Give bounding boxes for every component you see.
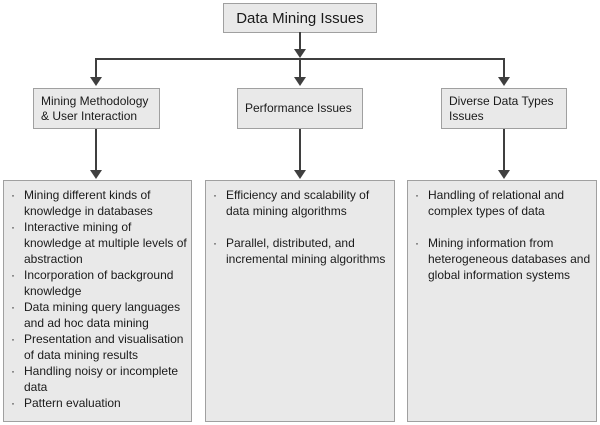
bullet-dot: · bbox=[11, 188, 15, 202]
list-item: · Parallel, distributed, and incremental… bbox=[213, 235, 391, 267]
list-item-text: Pattern evaluation bbox=[24, 396, 121, 410]
branch-label: Performance Issues bbox=[245, 101, 352, 115]
root-node-label: Data Mining Issues bbox=[236, 9, 364, 27]
list-item-text: Handling noisy or incomplete data bbox=[24, 364, 179, 394]
detail-connector-line-left bbox=[95, 129, 97, 171]
list-item-text: Parallel, distributed, and incremental m… bbox=[226, 236, 386, 266]
list-item-text: Handling of relational and complex types… bbox=[428, 188, 565, 218]
list-item: · Incorporation of background knowledge bbox=[11, 267, 188, 299]
bullet-dot: · bbox=[11, 332, 15, 346]
bullet-dot: · bbox=[11, 220, 15, 234]
list-item-text: Mining information from heterogeneous da… bbox=[428, 236, 591, 282]
list-item-text: Data mining query languages and ad hoc d… bbox=[24, 300, 181, 330]
detail-arrowhead-icon-middle bbox=[294, 170, 306, 179]
detail-arrowhead-icon-left bbox=[90, 170, 102, 179]
branch-label: Diverse Data Types Issues bbox=[449, 93, 554, 123]
detail-box-diverse-data-types: · Handling of relational and complex typ… bbox=[407, 180, 597, 422]
list-item: · Pattern evaluation bbox=[11, 395, 188, 411]
branch-arrowhead-icon-middle bbox=[294, 77, 306, 86]
list-item-text: Mining different kinds of knowledge in d… bbox=[24, 188, 153, 218]
branch-rail-line bbox=[95, 58, 505, 60]
bullet-dot: · bbox=[11, 364, 15, 378]
detail-connector-line-right bbox=[503, 129, 505, 171]
list-item-text: Incorporation of background knowledge bbox=[24, 268, 174, 298]
branch-connector-line-left bbox=[95, 60, 97, 77]
root-connector-line bbox=[299, 32, 301, 50]
list-item-text: Interactive mining of knowledge at multi… bbox=[24, 220, 187, 266]
branch-arrowhead-icon-right bbox=[498, 77, 510, 86]
detail-connector-line-middle bbox=[299, 129, 301, 171]
list-item: · Handling noisy or incomplete data bbox=[11, 363, 188, 395]
list-item-text: Presentation and visualisation of data m… bbox=[24, 332, 184, 362]
branch-box-mining-methodology: Mining Methodology & User Interaction bbox=[33, 88, 160, 129]
bullet-dot: · bbox=[213, 188, 217, 202]
branch-connector-line-middle bbox=[299, 60, 301, 77]
detail-box-performance-issues: · Efficiency and scalability of data min… bbox=[205, 180, 395, 422]
list-item: · Handling of relational and complex typ… bbox=[415, 187, 593, 219]
root-arrowhead-icon bbox=[294, 49, 306, 58]
bullet-dot: · bbox=[11, 396, 15, 410]
detail-arrowhead-icon-right bbox=[498, 170, 510, 179]
bullet-dot: · bbox=[213, 236, 217, 250]
bullet-dot: · bbox=[11, 268, 15, 282]
branch-box-diverse-data-types: Diverse Data Types Issues bbox=[441, 88, 567, 129]
root-node-box: Data Mining Issues bbox=[223, 3, 377, 33]
branch-box-performance-issues: Performance Issues bbox=[237, 88, 363, 129]
bullet-dot: · bbox=[415, 236, 419, 250]
list-item: · Efficiency and scalability of data min… bbox=[213, 187, 391, 219]
bullet-dot: · bbox=[415, 188, 419, 202]
list-item-text: Efficiency and scalability of data minin… bbox=[226, 188, 370, 218]
branch-connector-line-right bbox=[503, 60, 505, 77]
branch-label: Mining Methodology & User Interaction bbox=[41, 93, 149, 123]
list-item: · Interactive mining of knowledge at mul… bbox=[11, 219, 188, 267]
branch-arrowhead-icon-left bbox=[90, 77, 102, 86]
list-item: · Presentation and visualisation of data… bbox=[11, 331, 188, 363]
bullet-dot: · bbox=[11, 300, 15, 314]
list-item: · Data mining query languages and ad hoc… bbox=[11, 299, 188, 331]
list-item: · Mining information from heterogeneous … bbox=[415, 235, 593, 283]
detail-box-mining-methodology: · Mining different kinds of knowledge in… bbox=[3, 180, 192, 422]
list-item: · Mining different kinds of knowledge in… bbox=[11, 187, 188, 219]
